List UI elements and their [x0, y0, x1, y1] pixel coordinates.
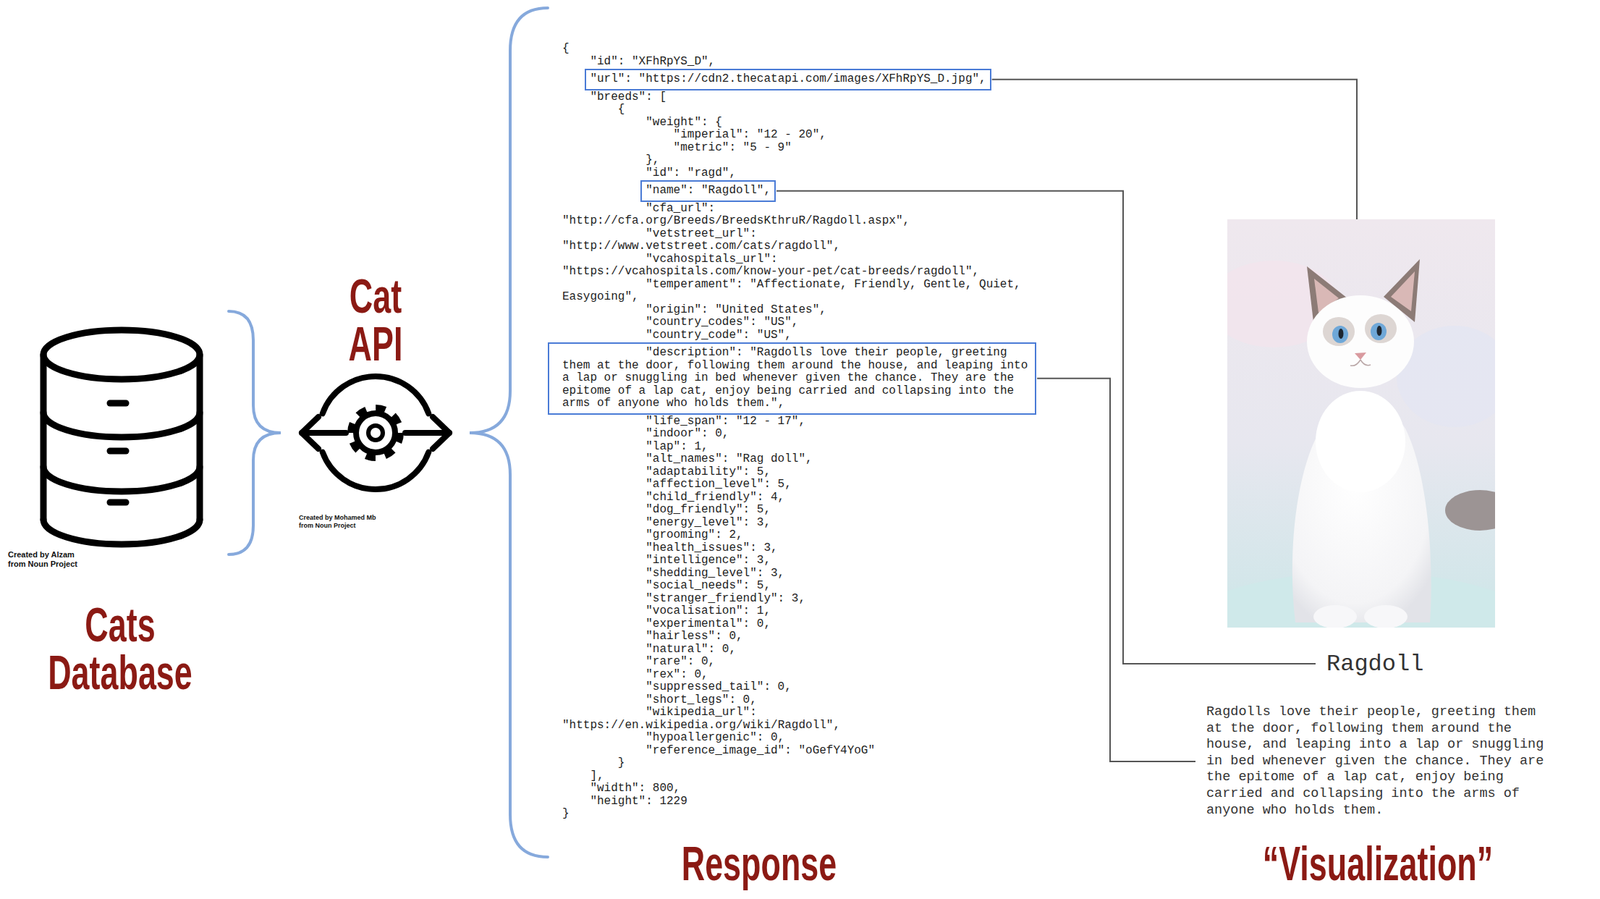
json-line: Easygoing", — [562, 290, 639, 304]
credit-text: Created by Alzam from Noun Project — [7, 549, 87, 569]
highlight-box: "name": "Ragdoll", — [640, 180, 776, 202]
json-line: "intelligence": 3, — [645, 554, 771, 568]
json-line: "affection_level": 5, — [645, 478, 792, 492]
json-line: "adaptability": 5, — [645, 466, 771, 480]
json-line: "weight": { — [645, 116, 723, 130]
json-line: { — [618, 103, 626, 117]
curly-bracket — [469, 7, 548, 857]
leader-line — [992, 79, 1357, 220]
json-line: "country_code": "US", — [645, 329, 792, 343]
breed-description: Ragdolls love their people, greeting the… — [1206, 704, 1548, 819]
json-line: "experimental": 0, — [645, 618, 771, 632]
json-line: "indoor": 0, — [645, 427, 729, 441]
credit-text: Created by Mohamed Mb from Noun Project — [298, 513, 385, 530]
json-line: "country_codes": "US", — [645, 316, 799, 330]
json-line: "stranger_friendly": 3, — [645, 592, 806, 606]
json-field: "description": "Ragdolls love their peop… — [562, 346, 1032, 411]
json-line: "cfa_url": — [645, 202, 715, 216]
component-title: Cats Database — [41, 600, 200, 697]
json-line: "natural": 0, — [645, 643, 736, 657]
json-line: "child_friendly": 4, — [645, 491, 785, 505]
leader-line — [1036, 378, 1196, 762]
json-line: "http://www.vetstreet.com/cats/ragdoll", — [562, 240, 841, 254]
json-line: "id": "ragd", — [645, 167, 736, 181]
json-line: "short_legs": 0, — [645, 693, 757, 708]
json-line: "hypoallergenic": 0, — [645, 731, 785, 745]
json-line: "lap": 1, — [645, 440, 708, 454]
json-line: "rex": 0, — [645, 668, 708, 682]
json-line: } — [618, 756, 626, 770]
component-title: Cat API — [338, 272, 413, 368]
json-line: "https://en.wikipedia.org/wiki/Ragdoll", — [562, 719, 841, 733]
json-field: "name": "Ragdoll", — [645, 184, 771, 198]
json-field: "url": "https://cdn2.thecatapi.com/image… — [589, 73, 986, 87]
breed-name: Ragdoll — [1326, 651, 1424, 678]
json-line: "shedding_level": 3, — [645, 567, 785, 581]
json-line: "metric": "5 - 9" — [673, 141, 792, 155]
json-line: "breeds": [ — [589, 91, 667, 105]
json-line: "origin": "United States", — [645, 303, 827, 317]
database-icon — [43, 329, 200, 545]
leader-lines — [776, 79, 1357, 762]
json-line: "grooming": 2, — [645, 528, 743, 543]
api-gear-icon — [301, 376, 450, 490]
json-line: "width": 800, — [589, 782, 681, 796]
json-line: "suppressed_tail": 0, — [645, 680, 792, 694]
json-line: { — [562, 42, 570, 56]
json-line: ], — [589, 769, 604, 783]
json-line: "hairless": 0, — [645, 630, 743, 644]
json-line: "alt_names": "Rag doll", — [645, 453, 812, 467]
highlight-box: "url": "https://cdn2.thecatapi.com/image… — [584, 68, 991, 91]
json-line: "rare": 0, — [645, 655, 715, 669]
json-line: "wikipedia_url": — [645, 706, 757, 720]
section-title: Response — [660, 839, 858, 888]
json-line: "life_span": "12 - 17", — [645, 415, 806, 429]
highlight-box: "description": "Ragdolls love their peop… — [547, 342, 1037, 415]
json-line: "id": "XFhRpYS_D", — [589, 55, 715, 69]
json-line: "reference_image_id": "oGefY4YoG" — [645, 744, 875, 758]
json-line: "height": 1229 — [589, 795, 687, 809]
cat-photo — [1227, 219, 1496, 628]
json-line: "http://cfa.org/Breeds/BreedsKthruR/Ragd… — [562, 214, 910, 228]
section-title: “Visualization” — [1254, 839, 1501, 888]
json-line: "temperament": "Affectionate, Friendly, … — [645, 278, 1021, 292]
json-line: "dog_friendly": 5, — [645, 503, 771, 517]
json-line: "vcahospitals_url": — [645, 253, 778, 267]
json-line: "https://vcahospitals.com/know-your-pet/… — [562, 265, 980, 279]
json-line: "social_needs": 5, — [645, 579, 771, 593]
json-line: "imperial": "12 - 20", — [673, 128, 827, 142]
json-line: "energy_level": 3, — [645, 516, 771, 530]
curly-bracket — [228, 311, 281, 555]
json-line: }, — [645, 154, 660, 168]
json-line: "vocalisation": 1, — [645, 604, 771, 619]
leader-line — [776, 191, 1316, 664]
json-line: "vetstreet_url": — [645, 227, 757, 241]
json-line: "health_issues": 3, — [645, 542, 778, 556]
json-line: } — [562, 807, 570, 821]
